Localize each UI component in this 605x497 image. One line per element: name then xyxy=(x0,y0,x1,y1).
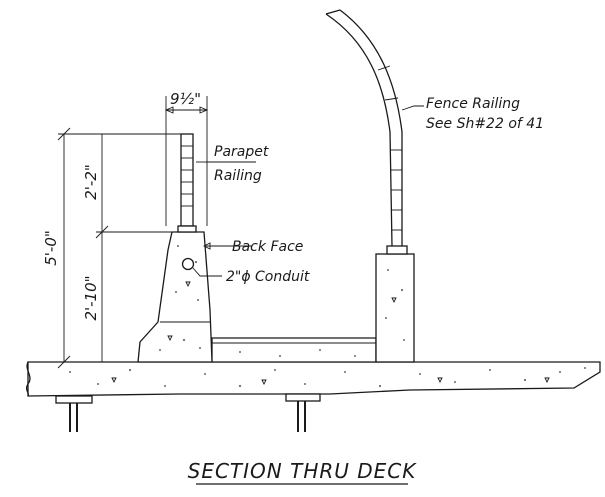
fence-railing-label-line2: See Sh#22 of 41 xyxy=(426,116,544,132)
parapet xyxy=(137,231,213,363)
parapet-width-label: 9½" xyxy=(170,90,201,108)
conduit-label: 2"ϕ Conduit xyxy=(226,269,310,285)
parapet-railing xyxy=(177,133,197,233)
leader-lines xyxy=(192,105,424,277)
sidewalk-slab xyxy=(211,337,377,363)
dimension-lower-label: 2'-10" xyxy=(82,275,100,320)
fence-railing xyxy=(325,9,408,255)
back-face-label: Back Face xyxy=(232,239,303,255)
girder-right xyxy=(285,393,321,432)
dimension-total-label: 5'-0" xyxy=(42,230,60,266)
dimension-lines xyxy=(57,96,209,369)
girder-left xyxy=(55,395,93,432)
fence-railing-label-line1: Fence Railing xyxy=(426,96,520,112)
drawing-title: SECTION THRU DECK xyxy=(188,459,418,483)
dimension-upper-label: 2'-2" xyxy=(82,164,100,200)
parapet-railing-label-line2: Railing xyxy=(214,168,262,184)
parapet-railing-label-line1: Parapet xyxy=(214,144,269,160)
curb-block xyxy=(375,253,415,363)
deck-slab xyxy=(25,361,601,397)
conduit-circle xyxy=(181,257,195,271)
